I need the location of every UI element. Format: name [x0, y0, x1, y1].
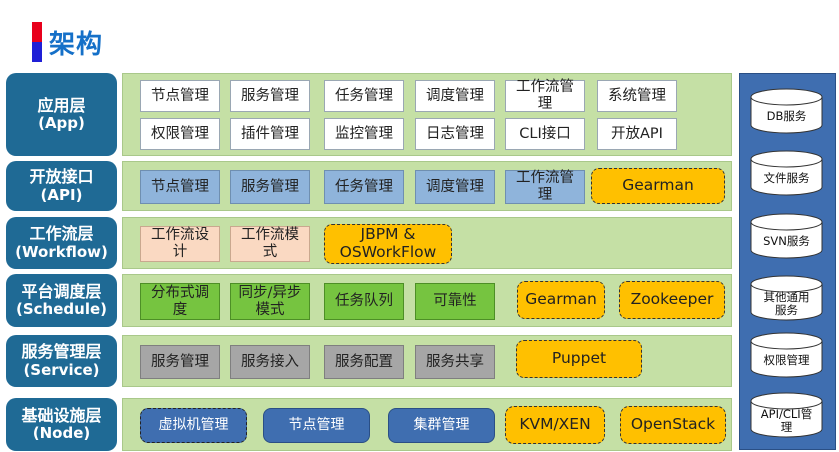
database-cylinder-icon: 其他通用服务	[750, 275, 823, 321]
layer-panel-workflow: 工作流设计 工作流模式 JBPM & OSWorkFlow	[122, 217, 732, 269]
tech-box: Gearman	[591, 168, 725, 204]
service-label: 其他通用服务	[763, 289, 810, 317]
module-box: 监控管理	[324, 118, 404, 150]
service-label: API/CLI管理	[760, 406, 813, 434]
tech-box: KVM/XEN	[505, 406, 605, 444]
layer-en-name: (Workflow)	[15, 242, 108, 261]
layer-name: 平台调度层	[21, 281, 102, 301]
shared-services-panel: DB服务 文件服务 SVN服务 其他通用服务 权限管理 API/CLI管理	[739, 73, 836, 450]
module-box: 同步/异步模式	[230, 283, 310, 320]
module-box: 权限管理	[140, 118, 220, 150]
service-label: 权限管理	[763, 353, 810, 368]
layer-panel-schedule: 分布式调度 同步/异步模式 任务队列 可靠性 Gearman Zookeeper	[122, 274, 732, 327]
tech-box: OpenStack	[620, 406, 726, 444]
service-label: 文件服务	[763, 171, 810, 186]
layer-name: 基础设施层	[21, 405, 102, 425]
title-accent-blue	[32, 42, 42, 62]
module-box: 插件管理	[230, 118, 310, 150]
module-box: 工作流设计	[140, 226, 220, 262]
layer-en-name: (Service)	[23, 360, 100, 379]
layer-node: 基础设施层 (Node) 虚拟机管理 节点管理 集群管理 KVM/XEN Ope…	[6, 398, 732, 451]
module-box: 工作流管理	[505, 170, 585, 204]
layer-panel-app: 节点管理 服务管理 任务管理 调度管理 工作流管理 系统管理 权限管理 插件管理…	[122, 73, 732, 156]
layer-api: 开放接口 (API) 节点管理 服务管理 任务管理 调度管理 工作流管理 Gea…	[6, 161, 732, 211]
layer-label-schedule: 平台调度层 (Schedule)	[6, 274, 117, 327]
service-label: DB服务	[766, 109, 807, 124]
title-accent-red	[32, 22, 42, 42]
database-cylinder-icon: 权限管理	[750, 332, 823, 378]
layer-app: 应用层 (App) 节点管理 服务管理 任务管理 调度管理 工作流管理 系统管理…	[6, 73, 732, 156]
module-box: 调度管理	[415, 170, 495, 204]
database-cylinder-icon: SVN服务	[750, 213, 823, 259]
tech-box: Zookeeper	[619, 281, 725, 319]
module-box: 工作流模式	[230, 226, 310, 262]
module-box: 集群管理	[388, 408, 495, 443]
module-box: 日志管理	[415, 118, 495, 150]
database-cylinder-icon: 文件服务	[750, 150, 823, 196]
module-box: 任务管理	[324, 170, 404, 204]
module-box: 系统管理	[597, 80, 677, 112]
layer-panel-node: 虚拟机管理 节点管理 集群管理 KVM/XEN OpenStack	[122, 398, 732, 451]
layer-service: 服务管理层 (Service) 服务管理 服务接入 服务配置 服务共享 Pupp…	[6, 335, 732, 387]
tech-box: Puppet	[516, 340, 642, 378]
tech-box: JBPM & OSWorkFlow	[324, 224, 452, 264]
layer-en-name: (API)	[40, 185, 83, 204]
module-box: 服务管理	[230, 80, 310, 112]
module-box: 服务管理	[230, 170, 310, 204]
module-box: 服务管理	[140, 345, 220, 379]
module-box: 服务接入	[230, 345, 310, 379]
layer-name: 应用层	[37, 95, 86, 115]
module-box: 分布式调度	[140, 283, 220, 320]
layer-panel-api: 节点管理 服务管理 任务管理 调度管理 工作流管理 Gearman	[122, 161, 732, 211]
service-label: SVN服务	[763, 234, 810, 249]
database-cylinder-icon: DB服务	[750, 88, 823, 134]
module-box: 节点管理	[140, 170, 220, 204]
module-box: 服务配置	[324, 345, 404, 379]
database-cylinder-icon: API/CLI管理	[750, 392, 823, 438]
layer-workflow: 工作流层 (Workflow) 工作流设计 工作流模式 JBPM & OSWor…	[6, 217, 732, 269]
module-box: 可靠性	[415, 283, 495, 320]
layer-en-name: (App)	[38, 114, 85, 133]
layer-name: 工作流层	[29, 224, 94, 244]
layer-panel-service: 服务管理 服务接入 服务配置 服务共享 Puppet	[122, 335, 732, 387]
layer-name: 服务管理层	[21, 342, 102, 362]
module-box: 服务共享	[415, 345, 495, 379]
layer-label-service: 服务管理层 (Service)	[6, 335, 117, 387]
module-box: 开放API	[597, 118, 677, 150]
module-box: 任务队列	[324, 283, 404, 320]
module-box: 工作流管理	[505, 79, 585, 112]
layer-label-app: 应用层 (App)	[6, 73, 117, 156]
layer-label-api: 开放接口 (API)	[6, 161, 117, 211]
module-box: 调度管理	[415, 80, 495, 112]
tech-box: Gearman	[517, 281, 605, 319]
layer-en-name: (Schedule)	[16, 300, 107, 319]
layer-label-workflow: 工作流层 (Workflow)	[6, 217, 117, 269]
module-box: 节点管理	[140, 80, 220, 112]
module-box: 虚拟机管理	[140, 408, 247, 443]
layer-name: 开放接口	[29, 167, 94, 187]
page-title: 架构	[49, 30, 104, 60]
module-box: 节点管理	[263, 408, 370, 443]
module-box: CLI接口	[505, 118, 585, 150]
layer-label-node: 基础设施层 (Node)	[6, 398, 117, 451]
layer-en-name: (Node)	[32, 424, 91, 443]
module-box: 任务管理	[324, 80, 404, 112]
layer-schedule: 平台调度层 (Schedule) 分布式调度 同步/异步模式 任务队列 可靠性 …	[6, 274, 732, 327]
